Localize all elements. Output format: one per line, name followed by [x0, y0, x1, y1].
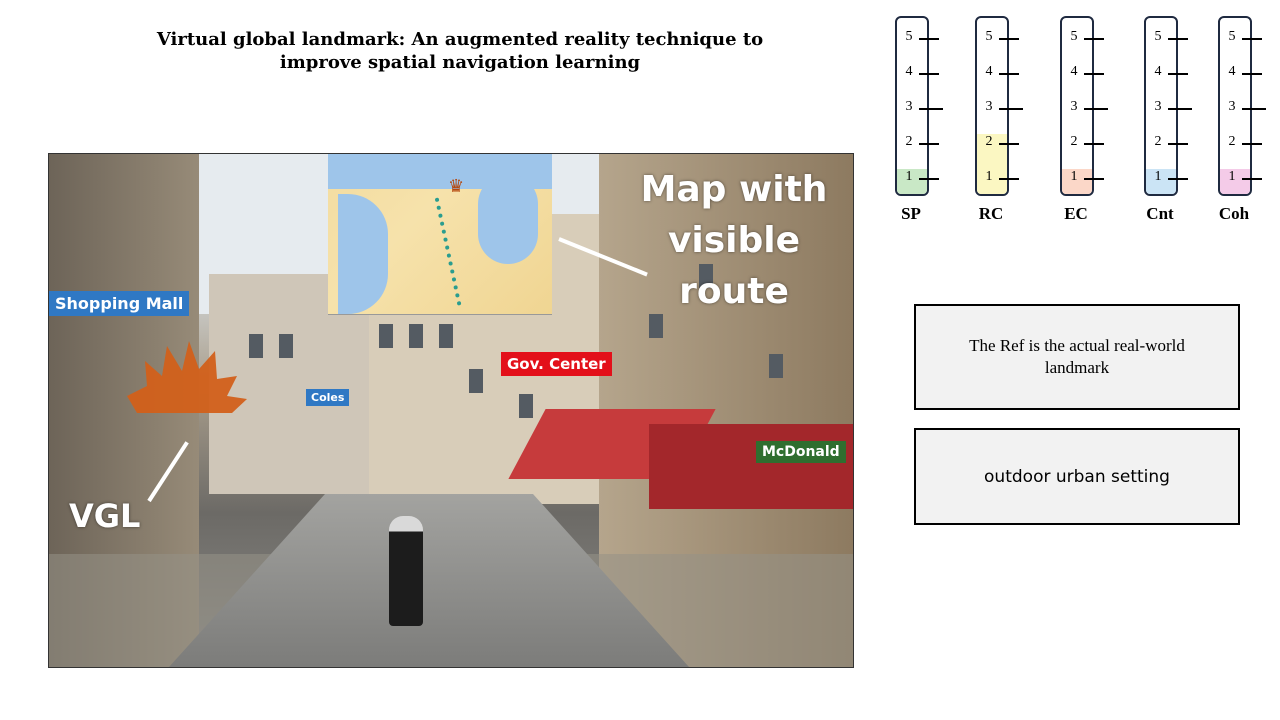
scale-tick-label: 1	[1228, 169, 1236, 184]
scale-rc	[975, 16, 1009, 196]
window	[649, 314, 663, 338]
scale-tick	[1242, 143, 1262, 145]
scale-fill	[897, 169, 927, 194]
scale-tick	[1084, 73, 1104, 75]
scale-tick-label: 3	[1070, 99, 1078, 114]
scale-tick	[1168, 178, 1188, 180]
scale-label: Cnt	[1146, 204, 1174, 223]
window	[769, 354, 783, 378]
scale-tick-label: 1	[985, 169, 993, 184]
ref-note: The Ref is the actual real-world landmar…	[914, 304, 1240, 410]
scale-tick-label: 5	[905, 29, 913, 44]
scale-tick-label: 5	[985, 29, 993, 44]
scale-tick	[999, 178, 1019, 180]
scale-tick-label: 5	[1228, 29, 1236, 44]
scale-tick	[1084, 108, 1108, 110]
slide-title: Virtual global landmark: An augmented re…	[156, 29, 764, 73]
scale-tick-label: 1	[1154, 169, 1162, 184]
scale-tick	[1242, 108, 1266, 110]
window	[379, 324, 393, 348]
scale-tick	[999, 143, 1019, 145]
map-water	[338, 194, 388, 314]
map-water	[478, 174, 538, 264]
scale-tick-label: 4	[1154, 64, 1162, 79]
window	[519, 394, 533, 418]
window	[469, 369, 483, 393]
scale-tick-label: 3	[1154, 99, 1162, 114]
scale-fill	[1062, 169, 1092, 194]
setting-note: outdoor urban setting	[914, 428, 1240, 525]
scale-tick	[999, 108, 1023, 110]
scale-label: RC	[978, 204, 1004, 223]
vgl-caption: VGL	[69, 497, 141, 535]
scale-tick-label: 2	[1228, 134, 1236, 149]
landmark-pin-icon: ♛	[448, 176, 465, 196]
scale-tick	[919, 178, 939, 180]
scale-coh	[1218, 16, 1252, 196]
gov-center-label: Gov. Center	[501, 352, 612, 376]
scale-tick	[1242, 38, 1262, 40]
scale-tick	[1168, 143, 1188, 145]
scale-tick-label: 4	[985, 64, 993, 79]
red-awning	[649, 424, 853, 509]
window	[249, 334, 263, 358]
scale-tick-label: 3	[1228, 99, 1236, 114]
virtual-landmark-icon	[127, 341, 247, 413]
scale-tick	[1242, 73, 1262, 75]
scale-tick-label: 2	[1154, 134, 1162, 149]
scale-tick-label: 4	[1070, 64, 1078, 79]
scale-ec	[1060, 16, 1094, 196]
scale-tick	[999, 73, 1019, 75]
scale-tick-label: 3	[905, 99, 913, 114]
window	[439, 324, 453, 348]
scale-tick	[919, 73, 939, 75]
scale-tick-label: 1	[905, 169, 913, 184]
scale-tick	[1242, 178, 1262, 180]
scale-tick-label: 2	[905, 134, 913, 149]
scale-tick	[1084, 38, 1104, 40]
scale-tick-label: 3	[985, 99, 993, 114]
pedestrian	[389, 516, 423, 626]
scale-tick-label: 4	[1228, 64, 1236, 79]
scale-tick	[919, 38, 939, 40]
scale-tick-label: 2	[985, 134, 993, 149]
scale-fill	[1146, 169, 1176, 194]
scale-tick-label: 5	[1154, 29, 1162, 44]
scale-tick	[919, 143, 939, 145]
scale-tick-label: 2	[1070, 134, 1078, 149]
scale-sp	[895, 16, 929, 196]
scale-tick-label: 4	[905, 64, 913, 79]
scale-tick	[1168, 73, 1188, 75]
scale-cnt	[1144, 16, 1178, 196]
window	[409, 324, 423, 348]
scale-tick	[1168, 38, 1188, 40]
setting-note-text: outdoor urban setting	[984, 466, 1170, 487]
scale-fill	[1220, 169, 1250, 194]
shopping-mall-label: Shopping Mall	[49, 291, 190, 316]
window	[699, 264, 713, 288]
mcdonald-label: McDonald	[756, 441, 846, 463]
scale-label: EC	[1064, 204, 1088, 223]
scale-tick	[919, 108, 943, 110]
ref-note-text: The Ref is the actual real-world landmar…	[969, 336, 1185, 377]
scale-tick	[1168, 108, 1192, 110]
map-route-caption: Map with visible route	[640, 169, 828, 312]
scale-tick	[1084, 178, 1104, 180]
scale-label: SP	[901, 204, 921, 223]
map-inset: ♛	[328, 154, 552, 315]
scale-tick	[1084, 143, 1104, 145]
scale-tick	[999, 38, 1019, 40]
scale-tick-label: 1	[1070, 169, 1078, 184]
coles-label: Coles	[306, 389, 350, 406]
scale-label: Coh	[1218, 204, 1250, 223]
window	[279, 334, 293, 358]
map-route	[434, 196, 468, 306]
street-scene-photo: ♛ Shopping Mall Coles Gov. Center McDona…	[48, 153, 854, 668]
scale-tick-label: 5	[1070, 29, 1078, 44]
